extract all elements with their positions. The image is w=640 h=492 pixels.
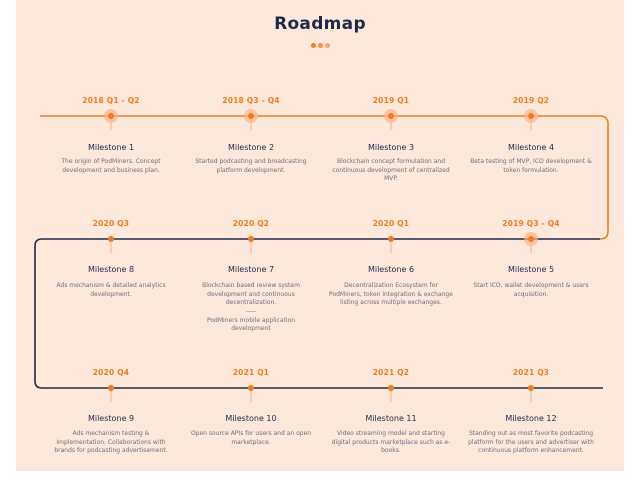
milestone-node (244, 109, 258, 123)
milestone-title: Milestone 1 (87, 143, 135, 152)
milestone-description: Blockchain concept formulation and conti… (328, 158, 454, 184)
milestone-node (104, 109, 118, 123)
title-dot (311, 43, 316, 48)
milestone-title: Milestone 10 (225, 414, 277, 423)
milestone-description: The origin of PodMiners. Concept develop… (48, 158, 174, 175)
milestone-node (384, 109, 398, 123)
milestone-title: Milestone 12 (505, 414, 557, 423)
milestone-date: 2019 Q1 (372, 96, 410, 105)
milestone-date: 2019 Q2 (512, 96, 550, 105)
milestone-title: Milestone 8 (87, 265, 135, 274)
page-title: Roadmap (274, 14, 366, 34)
milestone-description-line: Decentralization Ecosystem for PodMiners… (329, 282, 453, 307)
milestone-date: 2020 Q2 (232, 219, 270, 228)
milestone-description-line: Blockchain concept formulation and conti… (332, 158, 450, 183)
milestone-title: Milestone 9 (87, 414, 135, 423)
milestone-description-line: PodMiners mobile application development (206, 316, 296, 333)
milestone-date: 2020 Q3 (92, 219, 130, 228)
milestone-description-line: The origin of PodMiners. Concept develop… (61, 158, 161, 174)
milestone-description: Ads mechanism testing & Implementation. … (48, 430, 174, 456)
milestone-description: Blockchain based review system developme… (188, 282, 314, 334)
milestone-description: Start ICO, wallet development & users ac… (468, 282, 594, 299)
milestone-description: Started podcasting and broadcasting plat… (188, 158, 314, 175)
milestone-description-line: Started podcasting and broadcasting plat… (195, 158, 307, 174)
milestone-date: 2018 Q1 - Q2 (82, 96, 140, 105)
milestone-title: Milestone 5 (507, 265, 555, 274)
title-dot (325, 43, 330, 48)
milestone-description-line: Blockchain based review system developme… (202, 282, 300, 307)
milestone-title: Milestone 7 (227, 265, 275, 274)
milestone-description-line: ----- (245, 308, 257, 316)
milestone-date: 2021 Q2 (372, 368, 410, 377)
milestone-node (108, 236, 114, 242)
milestone-date: 2020 Q1 (372, 219, 410, 228)
milestone-description-line: Standing out as most favorite podcasting… (468, 430, 594, 455)
milestone-date: 2019 Q3 - Q4 (502, 219, 560, 228)
milestone-node (388, 236, 394, 242)
milestone-node (524, 232, 538, 246)
milestone-description: Ads mechanism & detailed analytics devel… (48, 282, 174, 299)
roadmap-panel (16, 0, 624, 471)
milestone-date: 2021 Q1 (232, 368, 270, 377)
milestone-description: Video streaming model and starting digit… (328, 430, 454, 456)
milestone-node (524, 109, 538, 123)
milestone-description-line: Beta testing of MVP, ICO development & t… (470, 158, 592, 174)
milestone-node (248, 385, 254, 391)
milestone-description: Open source APIs for users and an open m… (188, 430, 314, 447)
milestone-title: Milestone 2 (227, 143, 275, 152)
milestone-node (248, 236, 254, 242)
milestone-node (108, 385, 114, 391)
milestone-description: Decentralization Ecosystem for PodMiners… (328, 282, 454, 308)
milestone-date: 2018 Q3 - Q4 (222, 96, 280, 105)
milestone-description-line: Open source APIs for users and an open m… (190, 430, 312, 446)
milestone-description-line: Ads mechanism testing & Implementation. … (54, 430, 168, 455)
milestone-description: Beta testing of MVP, ICO development & t… (468, 158, 594, 175)
milestone-description-line: Ads mechanism & detailed analytics devel… (56, 282, 166, 298)
milestone-description-line: Start ICO, wallet development & users ac… (473, 282, 589, 298)
milestone-description-line: Video streaming model and starting digit… (331, 430, 451, 455)
milestone-date: 2020 Q4 (92, 368, 130, 377)
milestone-description: Standing out as most favorite podcasting… (468, 430, 594, 456)
milestone-date: 2021 Q3 (512, 368, 550, 377)
milestone-node (528, 385, 534, 391)
milestone-title: Milestone 11 (365, 414, 417, 423)
milestone-node (388, 385, 394, 391)
title-dot (318, 43, 323, 48)
milestone-title: Milestone 3 (367, 143, 415, 152)
milestone-title: Milestone 6 (367, 265, 415, 274)
milestone-title: Milestone 4 (507, 143, 555, 152)
